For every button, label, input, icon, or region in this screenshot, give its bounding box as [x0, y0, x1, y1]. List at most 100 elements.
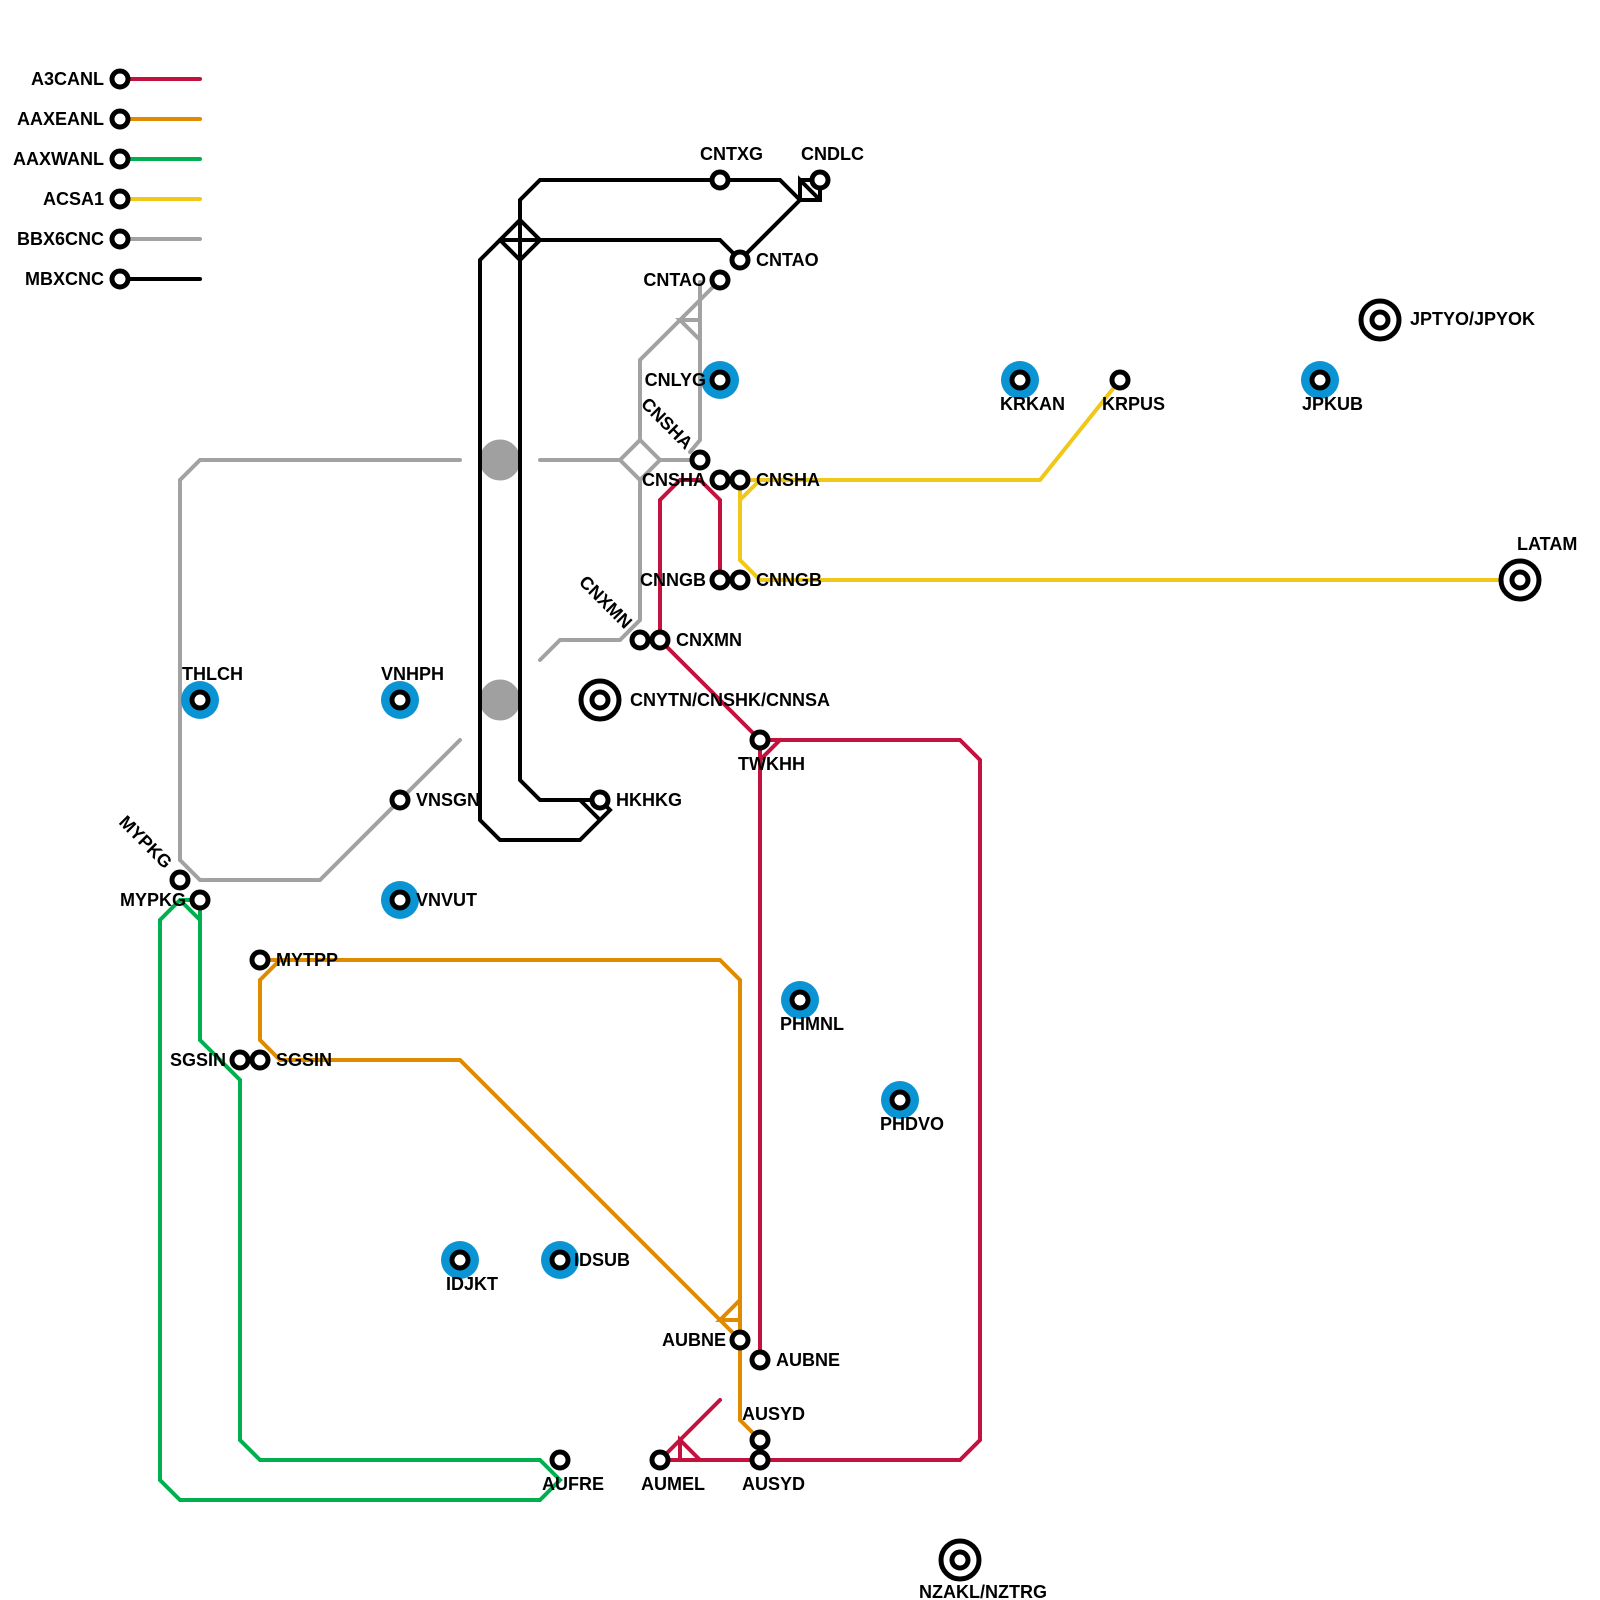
station-icon [709, 469, 731, 491]
station-cnxmn[interactable]: CNXMN [649, 629, 742, 651]
station-aubne-right[interactable]: AUBNE [749, 1349, 840, 1371]
station-icon [649, 629, 671, 651]
legend-item-bbx6cnc[interactable]: BBX6CNC [17, 228, 202, 250]
station-label: PHMNL [780, 1014, 844, 1034]
station-nzakl-group[interactable]: NZAKL/NZTRG [919, 1538, 1047, 1600]
route-mbxcnc[interactable] [478, 175, 822, 842]
station-icon [629, 629, 651, 651]
station-jptyo-group[interactable]: JPTYO/JPYOK [1358, 298, 1535, 342]
route-segment [498, 217, 543, 263]
station-cnytn-group[interactable]: CNYTN/CNSHK/CNNSA [578, 678, 830, 722]
station-label: LATAM [1517, 534, 1577, 554]
legend-label: A3CANL [31, 69, 104, 89]
station-jpkub[interactable]: JPKUB [1302, 369, 1363, 414]
legend-station-icon [109, 68, 131, 90]
station-label: VNSGN [416, 790, 480, 810]
route-aaxeanl[interactable] [258, 958, 762, 1442]
station-icon [729, 469, 751, 491]
route-segment [478, 178, 803, 842]
legend-item-aaxeanl[interactable]: AAXEANL [17, 108, 202, 130]
station-label: AUBNE [662, 1330, 726, 1350]
route-aaxwanl[interactable] [158, 898, 563, 1502]
station-latam[interactable]: LATAM [1498, 534, 1577, 602]
station-phmnl[interactable]: PHMNL [780, 989, 844, 1034]
station-icon [709, 369, 731, 391]
station-sgsin-left[interactable]: SGSIN [170, 1049, 251, 1071]
legend-station-icon [109, 268, 131, 290]
station-vnhph[interactable]: VNHPH [381, 664, 444, 711]
station-cnsha-diag[interactable]: CNSHA [637, 394, 711, 471]
station-icon [1109, 369, 1131, 391]
route-segment [658, 478, 982, 1462]
station-label: AUSYD [742, 1404, 805, 1424]
legend-item-acsa1[interactable]: ACSA1 [43, 188, 202, 210]
station-label: CNSHA [756, 470, 820, 490]
station-sgsin-right[interactable]: SGSIN [249, 1049, 332, 1071]
station-icon [1009, 369, 1031, 391]
junction-marker [479, 439, 521, 481]
station-cnxmn-diag[interactable]: CNXMN [575, 572, 651, 651]
legend-item-mbxcnc[interactable]: MBXCNC [25, 268, 202, 290]
route-segment [678, 1435, 702, 1462]
station-label: NZAKL/NZTRG [919, 1582, 1047, 1600]
station-krkan[interactable]: KRKAN [1000, 369, 1065, 414]
station-cntxg[interactable]: CNTXG [700, 144, 763, 191]
station-cnsha-right[interactable]: CNSHA [729, 469, 820, 491]
legend-item-a3canl[interactable]: A3CANL [31, 68, 202, 90]
station-ausyd-top[interactable]: AUSYD [742, 1404, 805, 1451]
station-icon [389, 889, 411, 911]
route-segment [715, 1298, 742, 1322]
station-icon [809, 169, 831, 191]
station-label: CNNGB [756, 570, 822, 590]
route-segment [258, 958, 762, 1442]
legend-label: ACSA1 [43, 189, 104, 209]
station-mypkg[interactable]: MYPKG [120, 889, 211, 911]
station-cntao-b[interactable]: CNTAO [643, 269, 731, 291]
station-cnngb-right[interactable]: CNNGB [729, 569, 822, 591]
station-mytpp[interactable]: MYTPP [249, 949, 338, 971]
station-icon [1309, 369, 1331, 391]
station-aufre[interactable]: AUFRE [542, 1449, 604, 1494]
station-thlch[interactable]: THLCH [182, 664, 243, 711]
legend-label: AAXEANL [17, 109, 104, 129]
station-label: CNTXG [700, 144, 763, 164]
route-segment [538, 478, 642, 662]
station-ausyd-bottom[interactable]: AUSYD [742, 1449, 805, 1494]
station-mypkg-diag[interactable]: MYPKG [115, 812, 191, 891]
station-cnsha-left[interactable]: CNSHA [642, 469, 731, 491]
station-label: JPKUB [1302, 394, 1363, 414]
station-idsub[interactable]: IDSUB [549, 1249, 630, 1271]
station-label: CNDLC [801, 144, 864, 164]
station-phdvo[interactable]: PHDVO [880, 1089, 944, 1134]
route-a3canl[interactable] [658, 478, 982, 1462]
station-cnlyg[interactable]: CNLYG [645, 369, 731, 391]
station-idjkt[interactable]: IDJKT [446, 1249, 498, 1294]
route-acsa1[interactable] [738, 378, 1522, 582]
station-label: VNHPH [381, 664, 444, 684]
station-krpus[interactable]: KRPUS [1102, 369, 1165, 414]
station-icon [169, 869, 191, 891]
station-icon [589, 789, 611, 811]
station-cndlc[interactable]: CNDLC [801, 144, 864, 191]
station-label: CNLYG [645, 370, 706, 390]
legend-item-aaxwanl[interactable]: AAXWANL [13, 148, 202, 170]
station-vnvut[interactable]: VNVUT [389, 889, 477, 911]
station-twkhh[interactable]: TWKHH [738, 729, 805, 774]
station-label: CNNGB [640, 570, 706, 590]
station-aubne-left[interactable]: AUBNE [662, 1329, 751, 1351]
station-icon [549, 1249, 571, 1271]
station-label: VNVUT [416, 890, 477, 910]
station-label: SGSIN [170, 1050, 226, 1070]
station-aumel[interactable]: AUMEL [641, 1449, 705, 1494]
route-segment [738, 478, 762, 502]
route-segment [258, 958, 282, 982]
station-cntao-a[interactable]: CNTAO [729, 249, 819, 271]
station-icon [189, 689, 211, 711]
station-hkhkg[interactable]: HKHKG [589, 789, 682, 811]
station-label: THLCH [182, 664, 243, 684]
station-cnngb-left[interactable]: CNNGB [640, 569, 731, 591]
legend-label: MBXCNC [25, 269, 104, 289]
station-label: AUSYD [742, 1474, 805, 1494]
route-segment [675, 318, 702, 342]
station-vnsgn[interactable]: VNSGN [389, 789, 480, 811]
